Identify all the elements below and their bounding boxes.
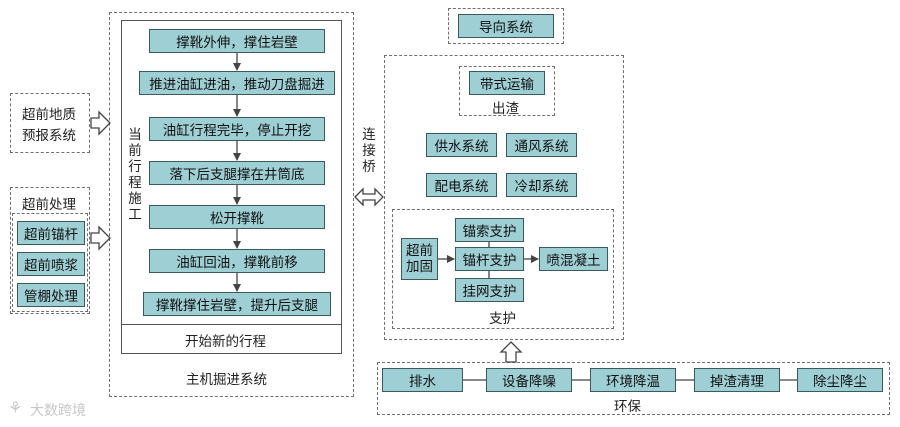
step-7-node: 撑靴撑住岩壁，提升后支腿 [143, 292, 331, 316]
environment-title: 环保 [614, 399, 641, 415]
advance-shotcrete-node: 超前喷浆 [17, 252, 85, 276]
drainage-node: 排水 [382, 368, 463, 392]
advance-treatment-inner [12, 213, 88, 312]
guidance-system-node: 导向系统 [458, 14, 554, 38]
environment-up-arrow-icon [499, 341, 523, 363]
main-cycle-box [121, 20, 342, 354]
bridge-double-arrow-icon [354, 187, 384, 207]
cooling-environment-node: 环境降温 [590, 368, 676, 392]
anchor-bolt-node: 锚杆支护 [455, 247, 524, 271]
new-cycle-label: 开始新的行程 [185, 334, 266, 350]
mesh-support-node: 挂网支护 [455, 278, 524, 302]
auxiliary-systems-box [384, 55, 624, 340]
anchor-cable-node: 锚索支护 [455, 218, 524, 242]
muck-removal-label: 出渣 [492, 101, 519, 117]
belt-conveyor-node: 带式运输 [469, 71, 545, 95]
support-title: 支护 [489, 311, 516, 327]
shotcrete-node: 喷混凝土 [539, 247, 608, 271]
main-boring-system-box [109, 12, 354, 397]
current-stroke-label: 当前行程施工 [128, 127, 142, 223]
main-system-title: 主机掘进系统 [186, 372, 267, 388]
step-5-node: 松开撑靴 [149, 205, 325, 229]
advance-reinforcement-node: 超前 加固 [401, 238, 438, 280]
debris-clearing-node: 掉渣清理 [694, 368, 780, 392]
geology-forecast-line2: 预报系统 [22, 128, 76, 144]
advance-reinforcement-line2: 加固 [406, 259, 433, 275]
step-1-node: 撑靴外伸，撑住岩壁 [149, 29, 325, 53]
muck-removal-box [459, 66, 555, 116]
geology-forecast-line1: 超前地质 [22, 107, 76, 123]
connection-bridge-label: 连接桥 [362, 127, 376, 175]
advance-reinforcement-line1: 超前 [406, 243, 433, 259]
geology-arrow-icon [90, 110, 111, 136]
step-6-node: 油缸回油，撑靴前移 [149, 249, 325, 273]
environment-box [377, 362, 890, 415]
treatment-arrow-icon [90, 225, 111, 251]
water-supply-node: 供水系统 [426, 133, 497, 157]
watermark-logo-icon: ⚘ [8, 398, 23, 417]
watermark-text: 大数跨境 [30, 403, 86, 419]
support-group-box [392, 209, 614, 329]
advance-bolt-node: 超前锚杆 [17, 221, 85, 245]
power-distribution-node: 配电系统 [426, 173, 497, 197]
guidance-system-box [448, 8, 564, 44]
cooling-system-node: 冷却系统 [506, 173, 577, 197]
advance-treatment-group [10, 187, 90, 314]
ventilation-node: 通风系统 [506, 133, 577, 157]
advance-treatment-title: 超前处理 [22, 197, 76, 213]
geology-forecast-box [10, 93, 90, 153]
noise-reduction-node: 设备降噪 [486, 368, 572, 392]
main-cycle-divider [121, 324, 342, 325]
step-2-node: 推进油缸进油，推动刀盘掘进 [139, 71, 335, 95]
step-3-node: 油缸行程完毕，停止开挖 [149, 117, 325, 141]
pipe-roof-node: 管棚处理 [17, 283, 85, 307]
step-4-node: 落下后支腿撑在井筒底 [149, 161, 325, 185]
dust-suppression-node: 除尘降尘 [797, 368, 883, 392]
